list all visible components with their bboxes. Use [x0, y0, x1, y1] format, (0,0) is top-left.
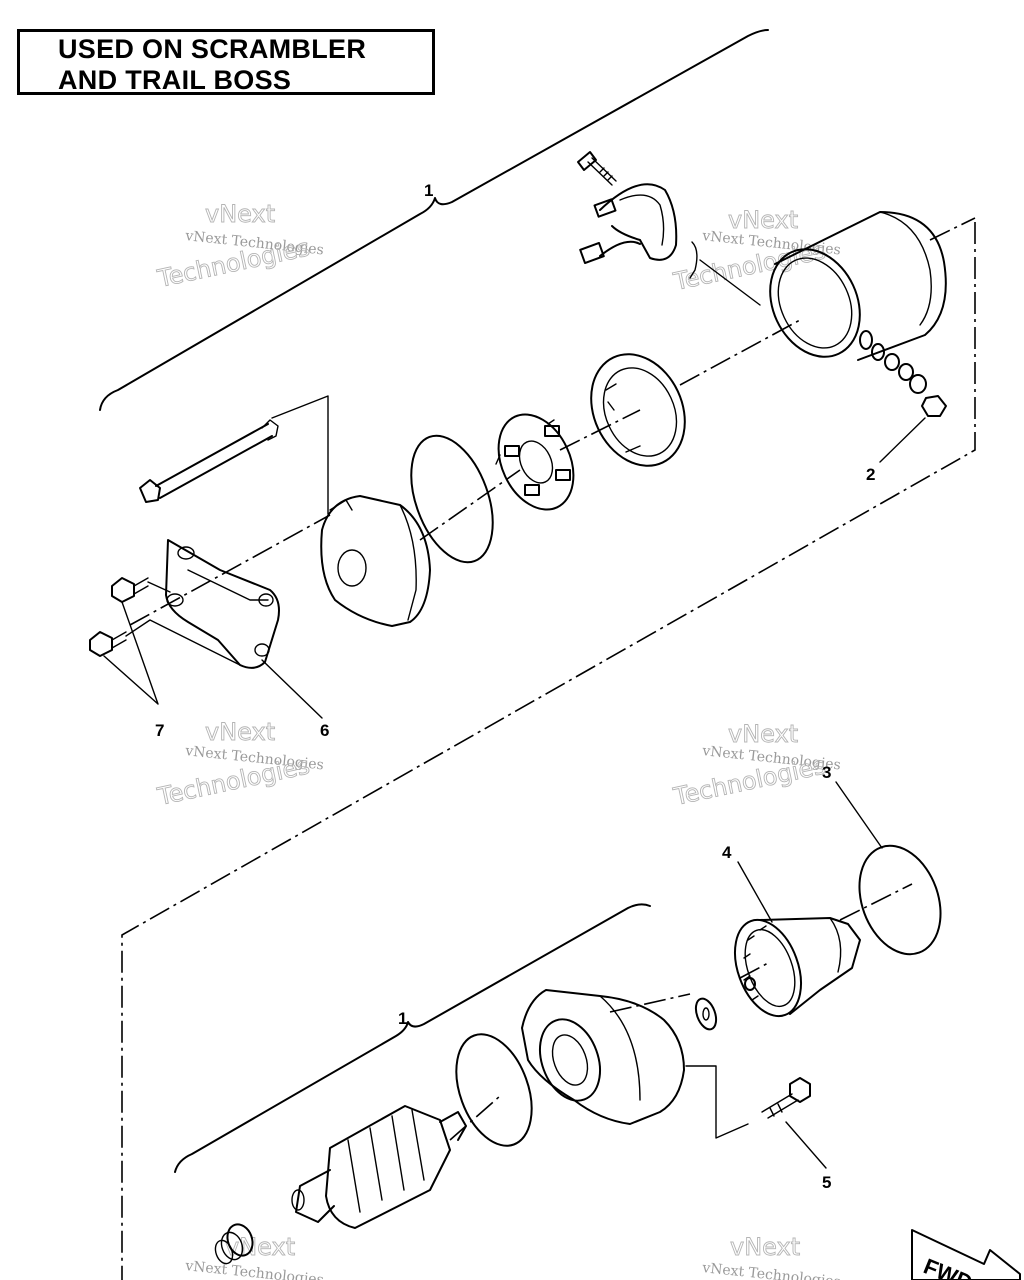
watermark-top-left: vNext vNext Technologies Technologies: [154, 200, 325, 294]
yoke-housing: [769, 211, 947, 361]
fwd-label: FWD: [920, 1253, 976, 1280]
cover-bolt-leader: [271, 395, 329, 515]
upper-assembly-bracket: [99, 29, 769, 411]
leader-7: [103, 601, 159, 705]
brush-holder-plate: [579, 183, 678, 264]
callout-4: 4: [722, 843, 732, 862]
armature: [291, 1105, 467, 1229]
title-line-2: AND TRAIL BOSS: [58, 65, 292, 95]
watermark-big-text: vNext: [730, 1233, 800, 1261]
watermark-middle-right: vNext vNext Technologies Technologies: [670, 720, 842, 812]
forward-direction-arrow: FWD: [911, 1229, 1021, 1280]
upper-axis-line: [129, 319, 801, 626]
o-ring-3: [858, 844, 942, 956]
watermark-big-text: vNext: [205, 718, 275, 746]
bolt-5-axis: [685, 1065, 749, 1139]
callout-5: 5: [822, 1173, 831, 1192]
lower-assembly-bracket: [174, 903, 651, 1173]
leader-2: [879, 417, 926, 463]
brush-lead: [689, 241, 761, 306]
thrust-washer: [694, 997, 718, 1031]
terminal-bolt: [577, 151, 617, 186]
watermark-big-text: vNext: [728, 206, 798, 234]
callout-1-top: 1: [424, 181, 433, 200]
o-ring-lower: [455, 1033, 533, 1147]
spring-bearing: [214, 1223, 254, 1265]
watermark-big-text: vNext: [225, 1233, 295, 1261]
lower-axis-line: [449, 883, 913, 1141]
watermark-bottom-right: vNext vNext Technologies: [701, 1233, 842, 1280]
brush-plate-ring: [590, 353, 686, 467]
rear-end-cover: [320, 495, 431, 627]
bolt-axis-lines: [125, 581, 241, 666]
callout-2: 2: [866, 465, 875, 484]
watermark-bottom-left: vNext vNext Technologies: [184, 1233, 325, 1280]
o-ring-upper: [410, 434, 494, 564]
mounting-bolts: [89, 577, 149, 657]
starter-drive: [734, 917, 861, 1018]
callout-1-bottom: 1: [398, 1009, 407, 1028]
brush-holder-assembly: [495, 413, 575, 511]
leader-4: [737, 861, 773, 923]
leader-6: [261, 659, 323, 719]
watermark-big-text: vNext: [205, 200, 275, 228]
through-bolt: [139, 419, 279, 503]
leader-5: [785, 1121, 827, 1169]
upper-assembly-outline: [121, 222, 976, 1280]
terminal-washers: [859, 330, 947, 417]
watermark-small-text: vNext Technologies: [701, 1260, 842, 1280]
watermark-middle-left: vNext vNext Technologies Technologies: [154, 718, 325, 812]
upper-assembly-outline-top: [929, 217, 976, 241]
watermark-small-text: vNext Technologies: [184, 1258, 325, 1280]
watermark-big-text: vNext: [728, 720, 798, 748]
housing-bolt: [761, 1077, 811, 1119]
title-line-1: USED ON SCRAMBLER: [58, 34, 367, 64]
callout-6: 6: [320, 721, 329, 740]
mounting-bracket: [165, 539, 280, 669]
leader-3: [835, 781, 883, 849]
front-housing: [521, 989, 685, 1125]
callout-7: 7: [155, 721, 164, 740]
callout-3: 3: [822, 763, 831, 782]
title-box: USED ON SCRAMBLER AND TRAIL BOSS: [17, 29, 435, 95]
